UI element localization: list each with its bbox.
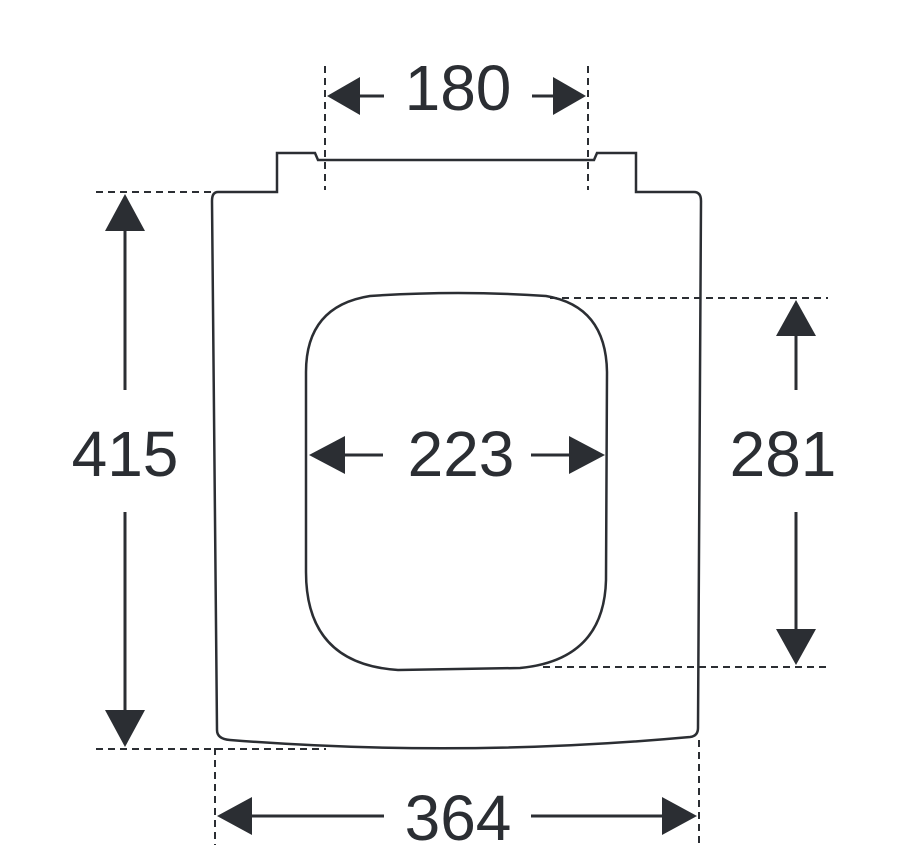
- label-seat-length: 415: [72, 418, 179, 490]
- label-hinge-spacing: 180: [405, 52, 512, 124]
- seat-outline: [210, 151, 703, 750]
- arrowhead-left: [327, 77, 360, 115]
- arrowhead-down: [105, 710, 145, 747]
- arrowhead-down: [776, 629, 816, 665]
- arrowhead-up: [105, 194, 145, 231]
- arrowhead-right: [553, 77, 586, 115]
- label-seat-width: 364: [405, 782, 512, 854]
- dimension-opening-length: 281: [730, 300, 837, 665]
- arrowhead-up: [776, 300, 816, 336]
- dimension-hinge-spacing: 180: [327, 52, 586, 124]
- label-opening-length: 281: [730, 418, 837, 490]
- label-opening-width: 223: [408, 418, 515, 490]
- arrowhead-left: [309, 436, 345, 474]
- extension-lines: [96, 66, 828, 845]
- arrowhead-right: [662, 797, 697, 835]
- arrowhead-right: [569, 436, 605, 474]
- dimension-seat-width: 364: [217, 782, 697, 854]
- seat-opening: [304, 291, 609, 672]
- dimension-seat-length: 415: [72, 194, 179, 747]
- arrowhead-left: [217, 797, 252, 835]
- dimension-opening-width: 223: [309, 418, 605, 490]
